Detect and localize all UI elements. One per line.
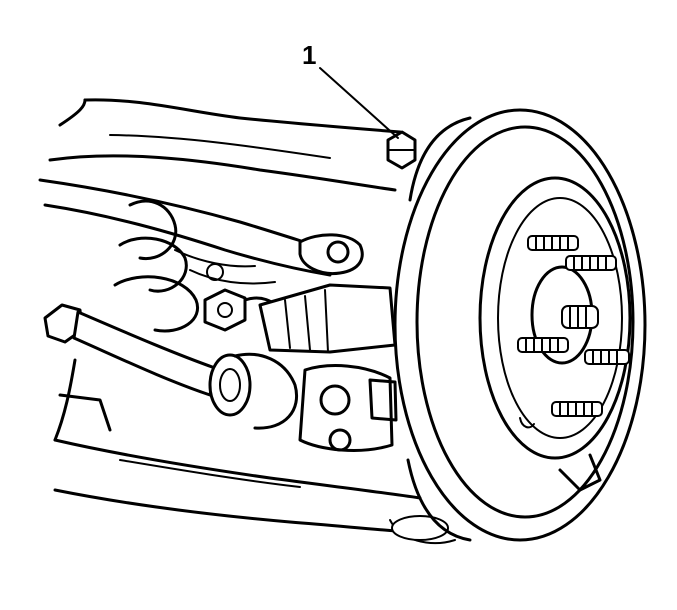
upper-control-arm — [38, 178, 364, 277]
stabilizer-link — [113, 199, 276, 333]
wheel-stud — [551, 401, 603, 417]
bushing — [208, 352, 298, 430]
hub-detail — [519, 417, 602, 492]
frame-rail — [48, 98, 402, 192]
callout-number: 1 — [302, 40, 316, 70]
wheel-stud — [565, 255, 617, 271]
callout-1: 1 — [302, 40, 399, 139]
lateral-link — [43, 303, 217, 397]
wheel-stud — [517, 337, 569, 353]
axle-shaft-end — [561, 305, 599, 329]
knuckle — [258, 283, 456, 545]
wheel-studs — [517, 235, 630, 417]
callout-leader-line — [319, 67, 399, 139]
brake-rotor — [393, 108, 647, 542]
lower-control-arm — [53, 358, 422, 534]
wheel-stud — [527, 235, 579, 251]
wheel-stud — [584, 349, 630, 365]
caliper-bracket-bolt — [386, 130, 417, 170]
